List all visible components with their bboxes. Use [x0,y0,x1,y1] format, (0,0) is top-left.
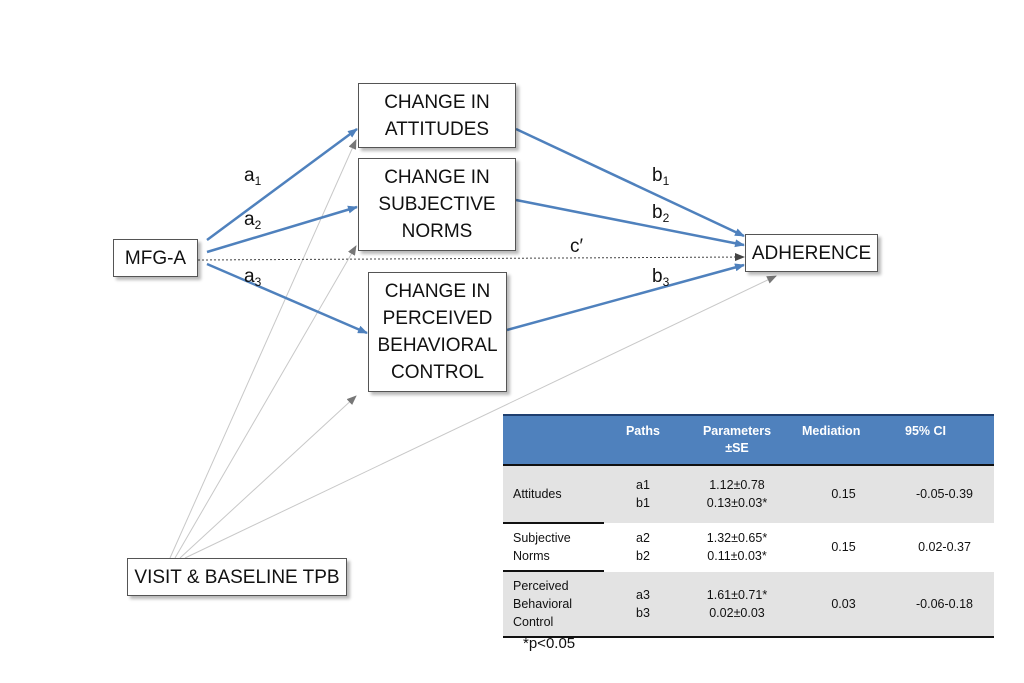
covariate-arrow-norms [174,245,357,559]
row-ci: -0.06-0.18 [895,570,994,638]
label-a3: a3 [244,266,261,289]
mediation-results-table: Paths Parameters ±SE Mediation 95% CI At… [503,414,994,638]
table-header-mediation: Mediation [792,414,895,465]
row-ci: 0.02-0.37 [895,522,994,571]
row-mediation: 0.15 [792,464,895,523]
row-label-text: Perceived Behavioral Control [513,579,573,629]
row-path-a: a1 [636,478,650,493]
label-b3-sub: 3 [662,275,670,289]
row-params: 1.61±0.71* 0.02±0.03 [682,570,792,638]
row-label: Subjective Norms [503,522,604,571]
node-pbc-line-3: BEHAVIORAL [377,335,498,356]
row-path-b: b2 [636,549,650,563]
row-params: 1.12±0.78 0.13±0.03* [682,464,792,523]
label-b2-letter: b [652,202,663,223]
node-pbc-line-4: CONTROL [391,362,484,383]
row-param-b: 0.13±0.03* [706,496,768,511]
row-path-b: b3 [636,605,650,620]
node-attitudes: CHANGE IN ATTITUDES [358,83,516,148]
node-norms-line-1: CHANGE IN [384,167,490,188]
covariate-arrow-adherence [184,275,777,559]
label-a1-sub: 1 [254,174,262,188]
label-a1: a1 [244,165,261,188]
row-param-a: 1.61±0.71* [706,587,768,602]
node-attitudes-line-2: ATTITUDES [384,118,490,140]
label-a2-sub: 2 [254,218,262,232]
node-perceived-behavioral-control: CHANGE IN PERCEIVED BEHAVIORAL CONTROL [368,272,507,392]
node-subjective-norms: CHANGE IN SUBJECTIVE NORMS [358,158,516,251]
label-b3: b3 [652,266,669,289]
label-b2: b2 [652,202,669,225]
node-adherence: ADHERENCE [745,234,878,272]
covariate-arrow-pbc [179,395,357,559]
row-mediation: 0.03 [792,570,895,638]
label-c-prime: c′ [570,236,584,257]
row-path-a: a2 [636,531,650,545]
node-norms-line-2: SUBJECTIVE [378,194,496,215]
row-path-b: b1 [636,496,650,511]
row-param-a: 1.32±0.65* [706,531,768,545]
label-a1-letter: a [244,165,255,186]
table-header-blank [503,414,604,465]
row-ci: -0.05-0.39 [895,464,994,523]
table-header-parameters: Parameters ±SE [682,414,792,465]
node-pbc-line-2: PERCEIVED [382,308,493,329]
row-label: Perceived Behavioral Control [503,570,604,638]
label-b2-sub: 2 [662,211,670,225]
node-visit-baseline-tpb: VISIT & BASELINE TPB [127,558,347,596]
path-a3-arrow [206,262,368,335]
label-b1-letter: b [652,165,663,186]
label-a2: a2 [244,209,261,232]
node-norms-line-3: NORMS [401,221,473,242]
label-a3-sub: 3 [254,275,262,289]
path-c-prime-arrow [197,253,745,262]
row-param-a: 1.12±0.78 [709,478,765,493]
row-path-a: a3 [636,587,650,602]
label-b3-letter: b [652,266,663,287]
path-a2-arrow [206,205,358,254]
label-b1-sub: 1 [662,174,670,188]
path-b1-arrow [515,127,745,238]
table-header-ci: 95% CI [895,414,994,465]
row-mediation: 0.15 [792,522,895,571]
path-b2-arrow [515,198,745,248]
path-b3-arrow [506,263,745,332]
row-label: Attitudes [503,464,604,523]
table-header-row: Paths Parameters ±SE Mediation 95% CI [503,414,994,465]
covariate-arrow-attitudes [169,139,357,559]
footnote: *p<0.05 [523,635,576,652]
row-params: 1.32±0.65* 0.11±0.03* [682,522,792,571]
node-attitudes-line-1: CHANGE IN [384,91,490,113]
label-b1: b1 [652,165,669,188]
node-pbc-line-1: CHANGE IN [384,281,491,302]
label-a2-letter: a [244,209,255,230]
label-a3-letter: a [244,266,255,287]
row-param-b: 0.02±0.03 [709,605,765,620]
row-label-text: Subjective Norms [513,531,571,563]
table-header-paths: Paths [604,414,682,465]
row-param-b: 0.11±0.03* [707,549,767,563]
node-mfg-a: MFG-A [113,239,198,277]
path-a1-arrow [206,127,358,242]
